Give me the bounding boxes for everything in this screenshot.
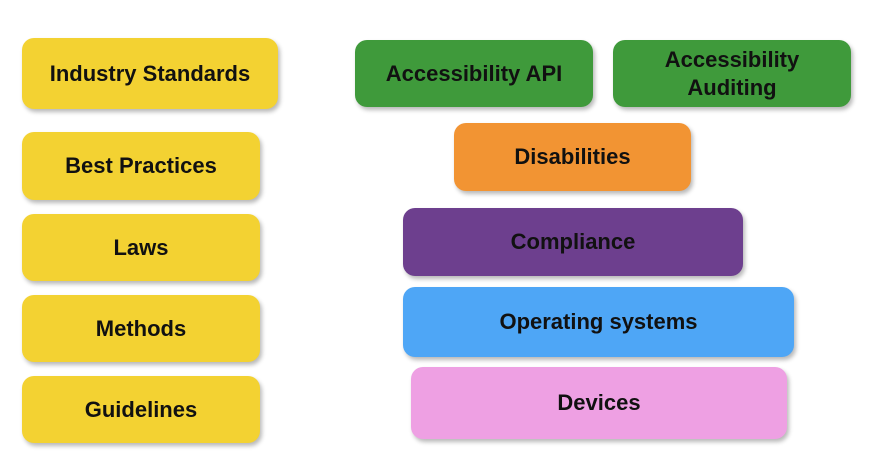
industry-standards-label: Industry Standards	[49, 60, 251, 86]
industry-standards-box: Industry Standards	[22, 38, 278, 109]
devices-label: Devices	[557, 390, 641, 415]
laws-box: Laws	[22, 214, 260, 281]
laws-label: Laws	[113, 234, 169, 260]
guidelines-box: Guidelines	[22, 376, 260, 443]
disabilities-label: Disabilities	[514, 144, 631, 169]
devices-box: Devices	[411, 367, 787, 439]
accessibility-auditing-box: Accessibility Auditing	[613, 40, 851, 107]
compliance-label: Compliance	[510, 229, 636, 254]
disabilities-box: Disabilities	[454, 123, 691, 191]
methods-box: Methods	[22, 295, 260, 362]
accessibility-api-box: Accessibility API	[355, 40, 593, 107]
guidelines-label: Guidelines	[84, 396, 198, 422]
best-practices-box: Best Practices	[22, 132, 260, 200]
methods-label: Methods	[95, 315, 187, 341]
best-practices-label: Best Practices	[65, 153, 217, 178]
accessibility-api-label: Accessibility API	[385, 60, 563, 86]
accessibility-auditing-label: Accessibility Auditing	[664, 46, 800, 100]
operating-systems-label: Operating systems	[499, 309, 698, 334]
operating-systems-box: Operating systems	[403, 287, 794, 357]
compliance-box: Compliance	[403, 208, 743, 276]
